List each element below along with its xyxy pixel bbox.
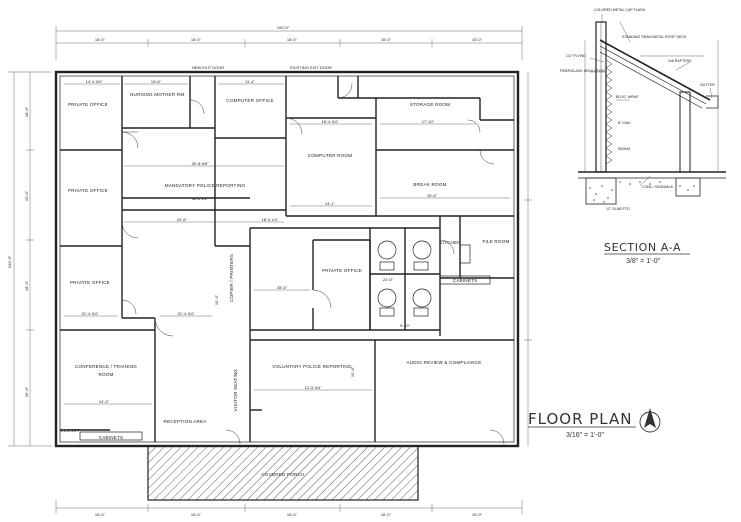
dim-r13: 21'-4 3/4" (82, 311, 99, 316)
dim-left-3: 18'-0" (24, 280, 29, 291)
dim-r14: 21'-4 3/4" (178, 311, 195, 316)
note-existing-door: EXISTING EXIT DOOR (290, 65, 332, 70)
gravel-texture (589, 181, 695, 203)
room-audio-review: AUDIO REVIEW & COMPLIANCE (407, 360, 482, 365)
section-note-roof: STANDING SEAM METAL ROOF DECK (622, 35, 687, 39)
dim-r11: 18'-5 1/4" (262, 217, 279, 222)
dim-r15: 14'-4" (99, 399, 110, 404)
dim-left-1: 18'-0" (24, 106, 29, 117)
room-conference-2: ROOM (98, 372, 113, 377)
section-scale: 3/8" = 1'-0" (626, 258, 661, 265)
dim-top-5: 10'-0" (472, 37, 483, 42)
floor-plan-scale: 3/16" = 1'-0" (566, 432, 605, 439)
room-private-office-4: PRIVATE OFFICE (70, 280, 110, 285)
room-storage: STORAGE ROOM (410, 102, 450, 107)
dim-bottom-3: 16'-0" (287, 512, 298, 517)
dim-top-1: 16'-0" (95, 37, 106, 42)
dim-r16: 12'-5 3/4" (305, 385, 322, 390)
dim-bottom-1: 16'-0" (95, 512, 106, 517)
room-private-office-3: PRIVATE OFFICE (322, 268, 362, 273)
room-private-office-2: PRIVATE OFFICE (68, 188, 108, 193)
cabinet-blocks (79, 275, 491, 441)
section-note-siding: SIDING (618, 147, 631, 151)
bottom-dimension-lines: 16'-0" 16'-0" 16'-0" 16'-0" 10'-0" (55, 500, 523, 517)
dim-left-2: 20'-0" (24, 190, 29, 201)
section-note-insulation: FIBERGLASS INSULATION (560, 69, 605, 73)
dim-r3: 11'-4" (245, 79, 255, 84)
dim-top-2: 16'-0" (191, 37, 202, 42)
right-dimension-lines (524, 72, 532, 446)
section-note-plywood: 1/2" PLYWD (566, 54, 586, 58)
floor-plan-title: FLOOR PLAN (528, 410, 632, 428)
dim-r10: 24'-6" (177, 217, 188, 222)
room-computer-office: COMPUTER OFFICE (226, 98, 273, 103)
room-private-office-1: PRIVATE OFFICE (68, 102, 108, 107)
interior-walls (60, 76, 514, 442)
room-labels: PRIVATE OFFICE NURSING MOTHER RM. COMPUT… (60, 65, 509, 477)
note-new-exit-door: NEW EXIT DOOR (192, 65, 224, 70)
wall-section: COLORED METAL CAP FLASH STANDING SEAM ME… (560, 8, 726, 265)
dim-left-overall: 100'-0" (7, 255, 12, 268)
floor-plan-title-block: FLOOR PLAN 3/16" = 1'-0" (528, 408, 661, 439)
section-title: SECTION A-A (604, 241, 681, 254)
dim-top-3: 16'-0" (287, 37, 298, 42)
interior-dimensions: 14'-4 3/4" 13'-6" 11'-4" 30'-8 5/8" 36'-… (64, 79, 510, 405)
room-mandatory-reporting: MANDATORY POLICE REPORTING (165, 183, 246, 188)
dim-r2: 13'-6" (151, 79, 162, 84)
room-cabinets: CABINETS (99, 435, 124, 440)
dim-r9: 15'-8" (427, 193, 438, 198)
room-voluntary-reporting: VOLUNTARY POLICE REPORTING (272, 364, 352, 369)
dim-bottom-4: 16'-0" (381, 512, 392, 517)
left-dimension-lines: 100'-0" 18'-0" 20'-0" 18'-0" 26'-0" (7, 71, 52, 447)
room-copier-printers: COPIER / PRINTERS (229, 254, 234, 302)
dim-top-4: 16'-0" (381, 37, 392, 42)
room-file-room: FILE ROOM (482, 239, 509, 244)
restroom-fixtures (377, 240, 471, 317)
room-conference: CONFERENCE / TRAINING (75, 364, 137, 369)
room-reception: RECEPTION AREA (163, 419, 207, 424)
section-note-rafters: 2x6 RAFTERS (668, 59, 692, 63)
dim-r5: 36'-6 1/2" (192, 196, 209, 201)
section-note-cap: COLORED METAL CAP FLASH (594, 8, 646, 12)
section-note-footing: 12" SLAB FTG. (606, 207, 631, 211)
dim-r8: 17'-10" (422, 119, 435, 124)
room-closet: CLOSET (60, 428, 80, 433)
dim-r1: 14'-4 3/4" (86, 79, 103, 84)
room-visitor-seating: VISITOR SEATING (233, 369, 238, 412)
dim-bottom-5: 10'-0" (472, 512, 483, 517)
floor-plan: 100'-0" 16'-0" 16'-0" 16'-0" 16'-0" 10'-… (7, 25, 661, 517)
room-cabinets-2: CABINETS (453, 278, 478, 283)
dim-overall-top: 100'-0" (277, 25, 290, 30)
dim-r7: 14'-1" (325, 201, 336, 206)
room-computer-room: COMPUTER ROOM (308, 153, 352, 158)
room-covered-porch: COVERED PORCH (261, 472, 304, 477)
dim-r20: 15'-8" (350, 366, 355, 377)
room-kitchen: KITCHEN (439, 240, 461, 245)
dim-r17: 22'-6" (383, 277, 394, 282)
dim-r6: 18'-4 3/4" (322, 119, 339, 124)
room-nursing-mother: NURSING MOTHER RM. (130, 92, 186, 97)
section-note-wrap: BLDG. WRAP (616, 95, 639, 99)
dim-r18: 9'-10" (400, 323, 411, 328)
top-dimension-lines: 100'-0" 16'-0" 16'-0" 16'-0" 16'-0" 10'-… (55, 25, 523, 60)
dim-r19: 15'-0" (214, 294, 219, 305)
covered-porch-hatch (147, 445, 419, 501)
dim-bottom-2: 16'-0" (191, 512, 202, 517)
door-swings (121, 83, 505, 445)
north-arrow-icon (639, 408, 661, 433)
dim-left-4: 26'-0" (24, 386, 29, 397)
section-note-cmu: 8" CMU (618, 121, 631, 125)
section-note-gutter: GUTTER (700, 83, 715, 87)
dim-r12: 35'-6" (277, 285, 288, 290)
room-break-room: BREAK ROOM (413, 182, 446, 187)
section-note-sidewalk: CONC. SIDEWALK (642, 185, 674, 189)
dim-r4: 30'-8 5/8" (192, 161, 209, 166)
